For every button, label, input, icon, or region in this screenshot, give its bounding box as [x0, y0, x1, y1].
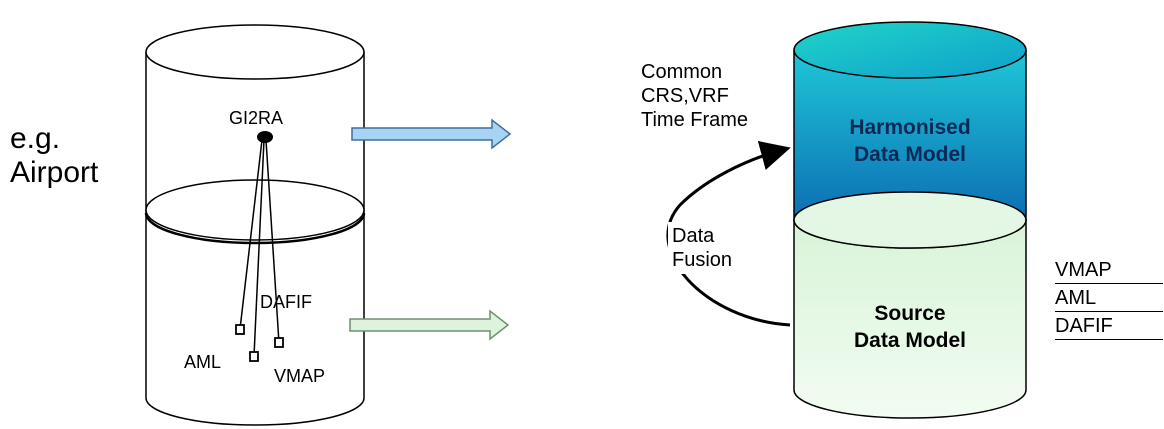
layer-separator	[793, 191, 1027, 249]
annotation-line3: Time Frame	[641, 109, 749, 131]
data-fusion-label: Data Fusion	[668, 222, 737, 274]
source-list-item: DAFIF	[1055, 315, 1163, 340]
harmonised-line1: Harmonised	[849, 116, 971, 139]
source-model-label: Source Data Model	[810, 300, 1010, 354]
link-to-dafif	[265, 139, 280, 344]
group-label: e.g. Airport	[10, 122, 98, 190]
common-frame-annotation: Common CRS,VRF Time Frame	[641, 60, 748, 132]
harmonised-line2: Data Model	[853, 143, 966, 166]
harmonised-model-label: Harmonised Data Model	[810, 114, 1010, 168]
group-label-line1: e.g.	[10, 122, 61, 155]
aml-label: AML	[184, 352, 222, 372]
source-line2: Data Model	[853, 329, 966, 352]
annotation-line1: Common	[641, 61, 723, 83]
source-line1: Source	[874, 302, 946, 325]
dafif-node	[274, 337, 284, 348]
gi2ra-label: GI2RA	[229, 108, 284, 128]
left-cylinder-mid-rim	[144, 212, 366, 245]
harmonised-layer-top	[793, 21, 1027, 79]
left-cylinder-top	[145, 24, 365, 80]
aml-node	[235, 324, 245, 335]
link-to-vmap	[253, 139, 265, 357]
annotation-line2: CRS,VRF	[641, 85, 729, 107]
right-cylinder	[793, 21, 1027, 419]
source-block-arrow	[349, 309, 510, 341]
vmap-node	[249, 351, 259, 362]
dafif-label: DAFIF	[260, 292, 312, 312]
source-list-item: VMAP	[1055, 259, 1163, 284]
left-cylinder-mid-disc	[145, 179, 365, 241]
vmap-label: VMAP	[274, 366, 326, 386]
link-to-aml	[239, 139, 263, 330]
data-fusion-line1: Data	[672, 225, 715, 247]
gi2ra-links	[239, 139, 280, 357]
fusion-cycle-arrow	[666, 141, 791, 327]
harmonised-block-arrow	[351, 118, 512, 150]
left-cylinder	[144, 24, 366, 426]
source-list-item: AML	[1055, 287, 1163, 312]
source-layer-body	[793, 220, 1027, 419]
gi2ra-node	[257, 131, 273, 143]
data-fusion-line2: Fusion	[672, 249, 733, 271]
group-label-line2: Airport	[10, 156, 99, 189]
